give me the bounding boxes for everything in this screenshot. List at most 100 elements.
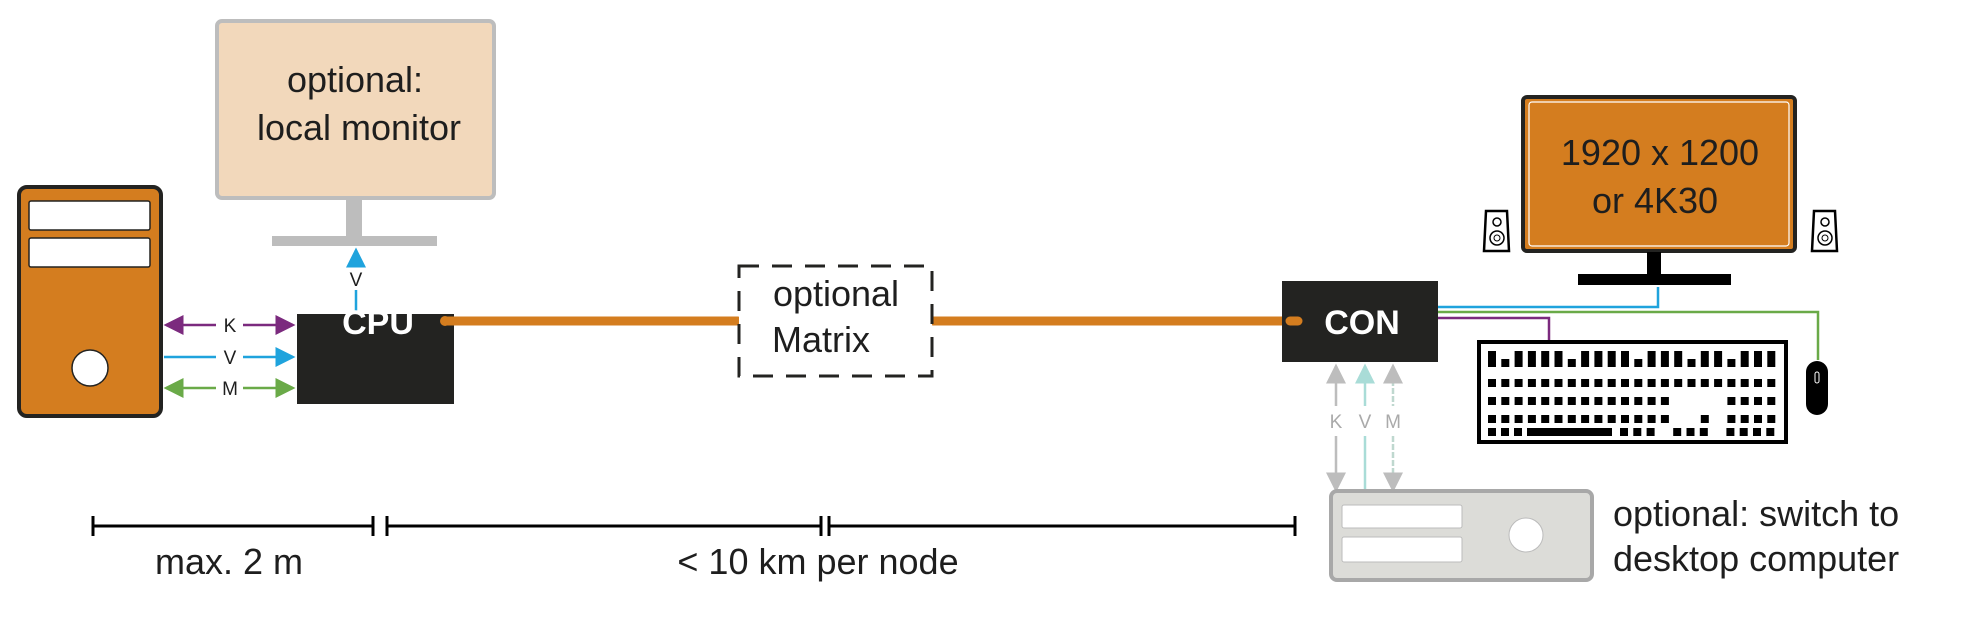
keyboard-key (1567, 359, 1576, 367)
keyboard-key (1501, 359, 1510, 367)
keyboard-key (1634, 359, 1643, 367)
keyboard-key (1621, 351, 1629, 359)
keyboard-key (1754, 351, 1762, 359)
keyboard-key (1501, 428, 1509, 436)
keyboard-key (1527, 359, 1536, 367)
con-unit: CON (1282, 281, 1438, 362)
keyboard-key (1541, 351, 1550, 359)
cpu-label: CPU (342, 304, 414, 342)
keyboard-key (1501, 415, 1510, 423)
keyboard-key (1514, 415, 1523, 423)
mouse-signal-label: M (222, 379, 238, 400)
switch-video-label: V (1359, 412, 1372, 433)
keyboard-key (1714, 359, 1723, 367)
keyboard-key (1647, 397, 1656, 405)
keyboard-key (1527, 397, 1536, 405)
keyboard-key (1767, 415, 1776, 423)
keyboard-key (1740, 351, 1749, 359)
local-monitor-label-line2: local monitor (257, 107, 461, 148)
keyboard-key (1767, 351, 1776, 359)
keyboard-key (1607, 397, 1616, 405)
keyboard-key (1488, 415, 1496, 423)
remote-distance-label: < 10 km per node (677, 541, 958, 582)
keyboard-key (1686, 428, 1695, 436)
keyboard-key (1514, 428, 1522, 436)
keyboard-key (1646, 428, 1655, 436)
keyboard-key (1647, 351, 1656, 359)
keyboard-key (1700, 415, 1709, 423)
keyboard-key (1581, 359, 1590, 367)
keyboard-key (1607, 351, 1616, 359)
keyboard-key (1674, 379, 1683, 387)
video-signal-label: V (224, 348, 237, 369)
keyboard-key (1714, 351, 1723, 359)
keyboard-key (1541, 415, 1550, 423)
keyboard-key (1501, 397, 1510, 405)
keyboard-key (1767, 379, 1776, 387)
switch-mouse-label: M (1385, 412, 1401, 433)
keyboard-key (1739, 428, 1748, 436)
keyboard-key (1527, 379, 1536, 387)
keyboard-key (1541, 379, 1550, 387)
local-monitor-icon (215, 19, 496, 246)
speaker-right-icon (1810, 209, 1839, 253)
keyboard-key (1554, 379, 1563, 387)
keyboard-key (1766, 428, 1775, 436)
keyboard-key (1567, 397, 1576, 405)
keyboard-key (1740, 415, 1749, 423)
keyboard-key (1514, 379, 1523, 387)
optional-matrix-box (737, 264, 934, 378)
keyboard-key (1754, 359, 1762, 367)
keyboard-key (1514, 351, 1523, 359)
resolution-label-line2: or 4K30 (1592, 180, 1718, 221)
keyboard-key (1554, 351, 1563, 359)
monitor-signal-label: V (350, 270, 363, 291)
keyboard-key (1527, 351, 1536, 359)
keyboard-key (1660, 359, 1669, 367)
keyboard-key (1754, 415, 1762, 423)
keyboard-key (1727, 379, 1736, 387)
keyboard-key (1488, 359, 1496, 367)
keyboard-key (1754, 397, 1762, 405)
keyboard-key (1581, 397, 1590, 405)
keyboard-signal-label: K (224, 316, 237, 337)
keyboard-key (1660, 397, 1669, 405)
keyboard-key (1607, 415, 1616, 423)
keyboard-key (1488, 351, 1496, 359)
keyboard-key (1554, 415, 1563, 423)
keyboard-key (1581, 379, 1590, 387)
desktop-computer-icon (1329, 489, 1594, 582)
keyboard-key (1620, 428, 1628, 436)
keyboard-key (1660, 415, 1669, 423)
local-monitor-label-line1: optional: (287, 59, 423, 100)
keyboard-key (1674, 351, 1683, 359)
keyboard-key (1647, 415, 1656, 423)
keyboard-key (1700, 359, 1709, 367)
keyboard-key (1634, 397, 1643, 405)
keyboard-key (1621, 415, 1629, 423)
keyboard-key (1740, 379, 1749, 387)
keyboard-key (1488, 397, 1496, 405)
resolution-label-line1: 1920 x 1200 (1561, 132, 1759, 173)
keyboard-key (1687, 359, 1696, 367)
keyboard-key (1634, 415, 1643, 423)
keyboard-key (1554, 359, 1563, 367)
keyboard-key (1527, 428, 1612, 436)
keyboard-key (1514, 359, 1523, 367)
keyboard-key (1727, 397, 1736, 405)
keyboard-key (1581, 351, 1590, 359)
keyboard-key (1488, 379, 1496, 387)
keyboard-key (1594, 379, 1603, 387)
keyboard-key (1594, 415, 1603, 423)
keyboard-key (1700, 379, 1709, 387)
keyboard-key (1753, 428, 1761, 436)
keyboard-key (1634, 379, 1643, 387)
keyboard-key (1647, 379, 1656, 387)
keyboard-key (1647, 359, 1656, 367)
keyboard-key (1674, 359, 1683, 367)
video-line-to-monitor (1438, 287, 1660, 309)
keyboard-key (1567, 415, 1576, 423)
local-distance-label: max. 2 m (155, 541, 303, 582)
keyboard-key (1488, 428, 1496, 436)
keyboard-key (1594, 351, 1603, 359)
